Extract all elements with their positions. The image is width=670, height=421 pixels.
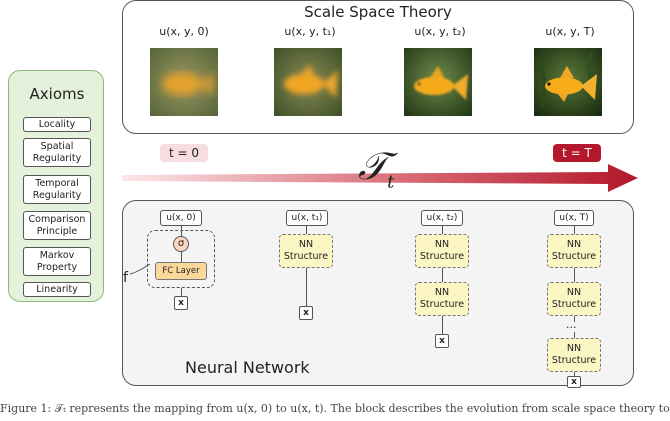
nn-structure-box: NN Structure: [279, 234, 333, 268]
nn-structure-box: NN Structure: [547, 338, 601, 372]
fish-image-blur-light: [404, 48, 472, 116]
nn-header-0: u(x, 0): [160, 210, 202, 226]
scale-header-0: u(x, y, 0): [159, 25, 209, 38]
connector-line: [574, 268, 575, 282]
connector-line: [574, 332, 575, 338]
axiom-spatial-regularity: Spatial Regularity: [23, 138, 91, 167]
input-x-box: x: [174, 296, 188, 310]
connector-line: [181, 288, 182, 296]
axiom-temporal-regularity: Temporal Regularity: [23, 175, 91, 204]
input-x-box: x: [567, 376, 581, 388]
scale-header-t2: u(x, y, t₂): [414, 25, 466, 38]
fish-image-blur-medium: [274, 48, 342, 116]
nn-structure-box: NN Structure: [415, 234, 469, 268]
connector-line: [181, 252, 182, 262]
f-label: f: [123, 270, 128, 286]
nn-header-T: u(x, T): [554, 210, 594, 226]
nn-structure-box: NN Structure: [415, 282, 469, 316]
f-pointer-line: [129, 263, 151, 275]
fish-image-sharp: [534, 48, 602, 116]
connector-line: [574, 226, 575, 234]
input-x-box: x: [299, 306, 313, 320]
connector-line: [306, 268, 307, 306]
axiom-linearity: Linearity: [23, 282, 91, 297]
neural-network-title: Neural Network: [185, 358, 310, 377]
connector-line: [442, 268, 443, 282]
scale-header-t1: u(x, y, t₁): [284, 25, 336, 38]
axioms-title: Axioms: [29, 85, 85, 103]
connector-line: [442, 316, 443, 334]
axiom-locality: Locality: [23, 117, 91, 132]
operator-subscript: t: [387, 171, 395, 193]
ellipsis: ...: [566, 318, 577, 331]
fc-layer-box: FC Layer: [155, 262, 207, 280]
axiom-markov-property: Markov Property: [23, 247, 91, 276]
nn-header-t2: u(x, t₂): [421, 210, 463, 226]
connector-line: [181, 226, 182, 236]
nn-structure-box: NN Structure: [547, 234, 601, 268]
connector-line: [306, 226, 307, 234]
nn-header-t1: u(x, t₁): [286, 210, 328, 226]
figure-caption: Figure 1: 𝒯ₜ represents the mapping from…: [0, 402, 670, 415]
scale-space-title: Scale Space Theory: [304, 3, 452, 21]
axioms-panel: Axioms Locality Spatial Regularity Tempo…: [8, 70, 104, 302]
connector-line: [574, 316, 575, 322]
input-x-box: x: [435, 334, 449, 348]
nn-structure-box: NN Structure: [547, 282, 601, 316]
connector-line: [442, 226, 443, 234]
sigma-activation: σ: [173, 236, 189, 252]
axiom-comparison-principle: Comparison Principle: [23, 211, 91, 240]
time-end-badge: t = T: [553, 144, 601, 162]
operator-symbol: 𝒯: [358, 144, 388, 188]
evolution-operator-label: 𝒯t: [358, 146, 394, 203]
time-evolution-arrow: [122, 164, 638, 192]
time-start-badge: t = 0: [160, 144, 208, 162]
fish-image-blur-heavy: [150, 48, 218, 116]
connector-line: [574, 372, 575, 378]
scale-header-T: u(x, y, T): [545, 25, 595, 38]
